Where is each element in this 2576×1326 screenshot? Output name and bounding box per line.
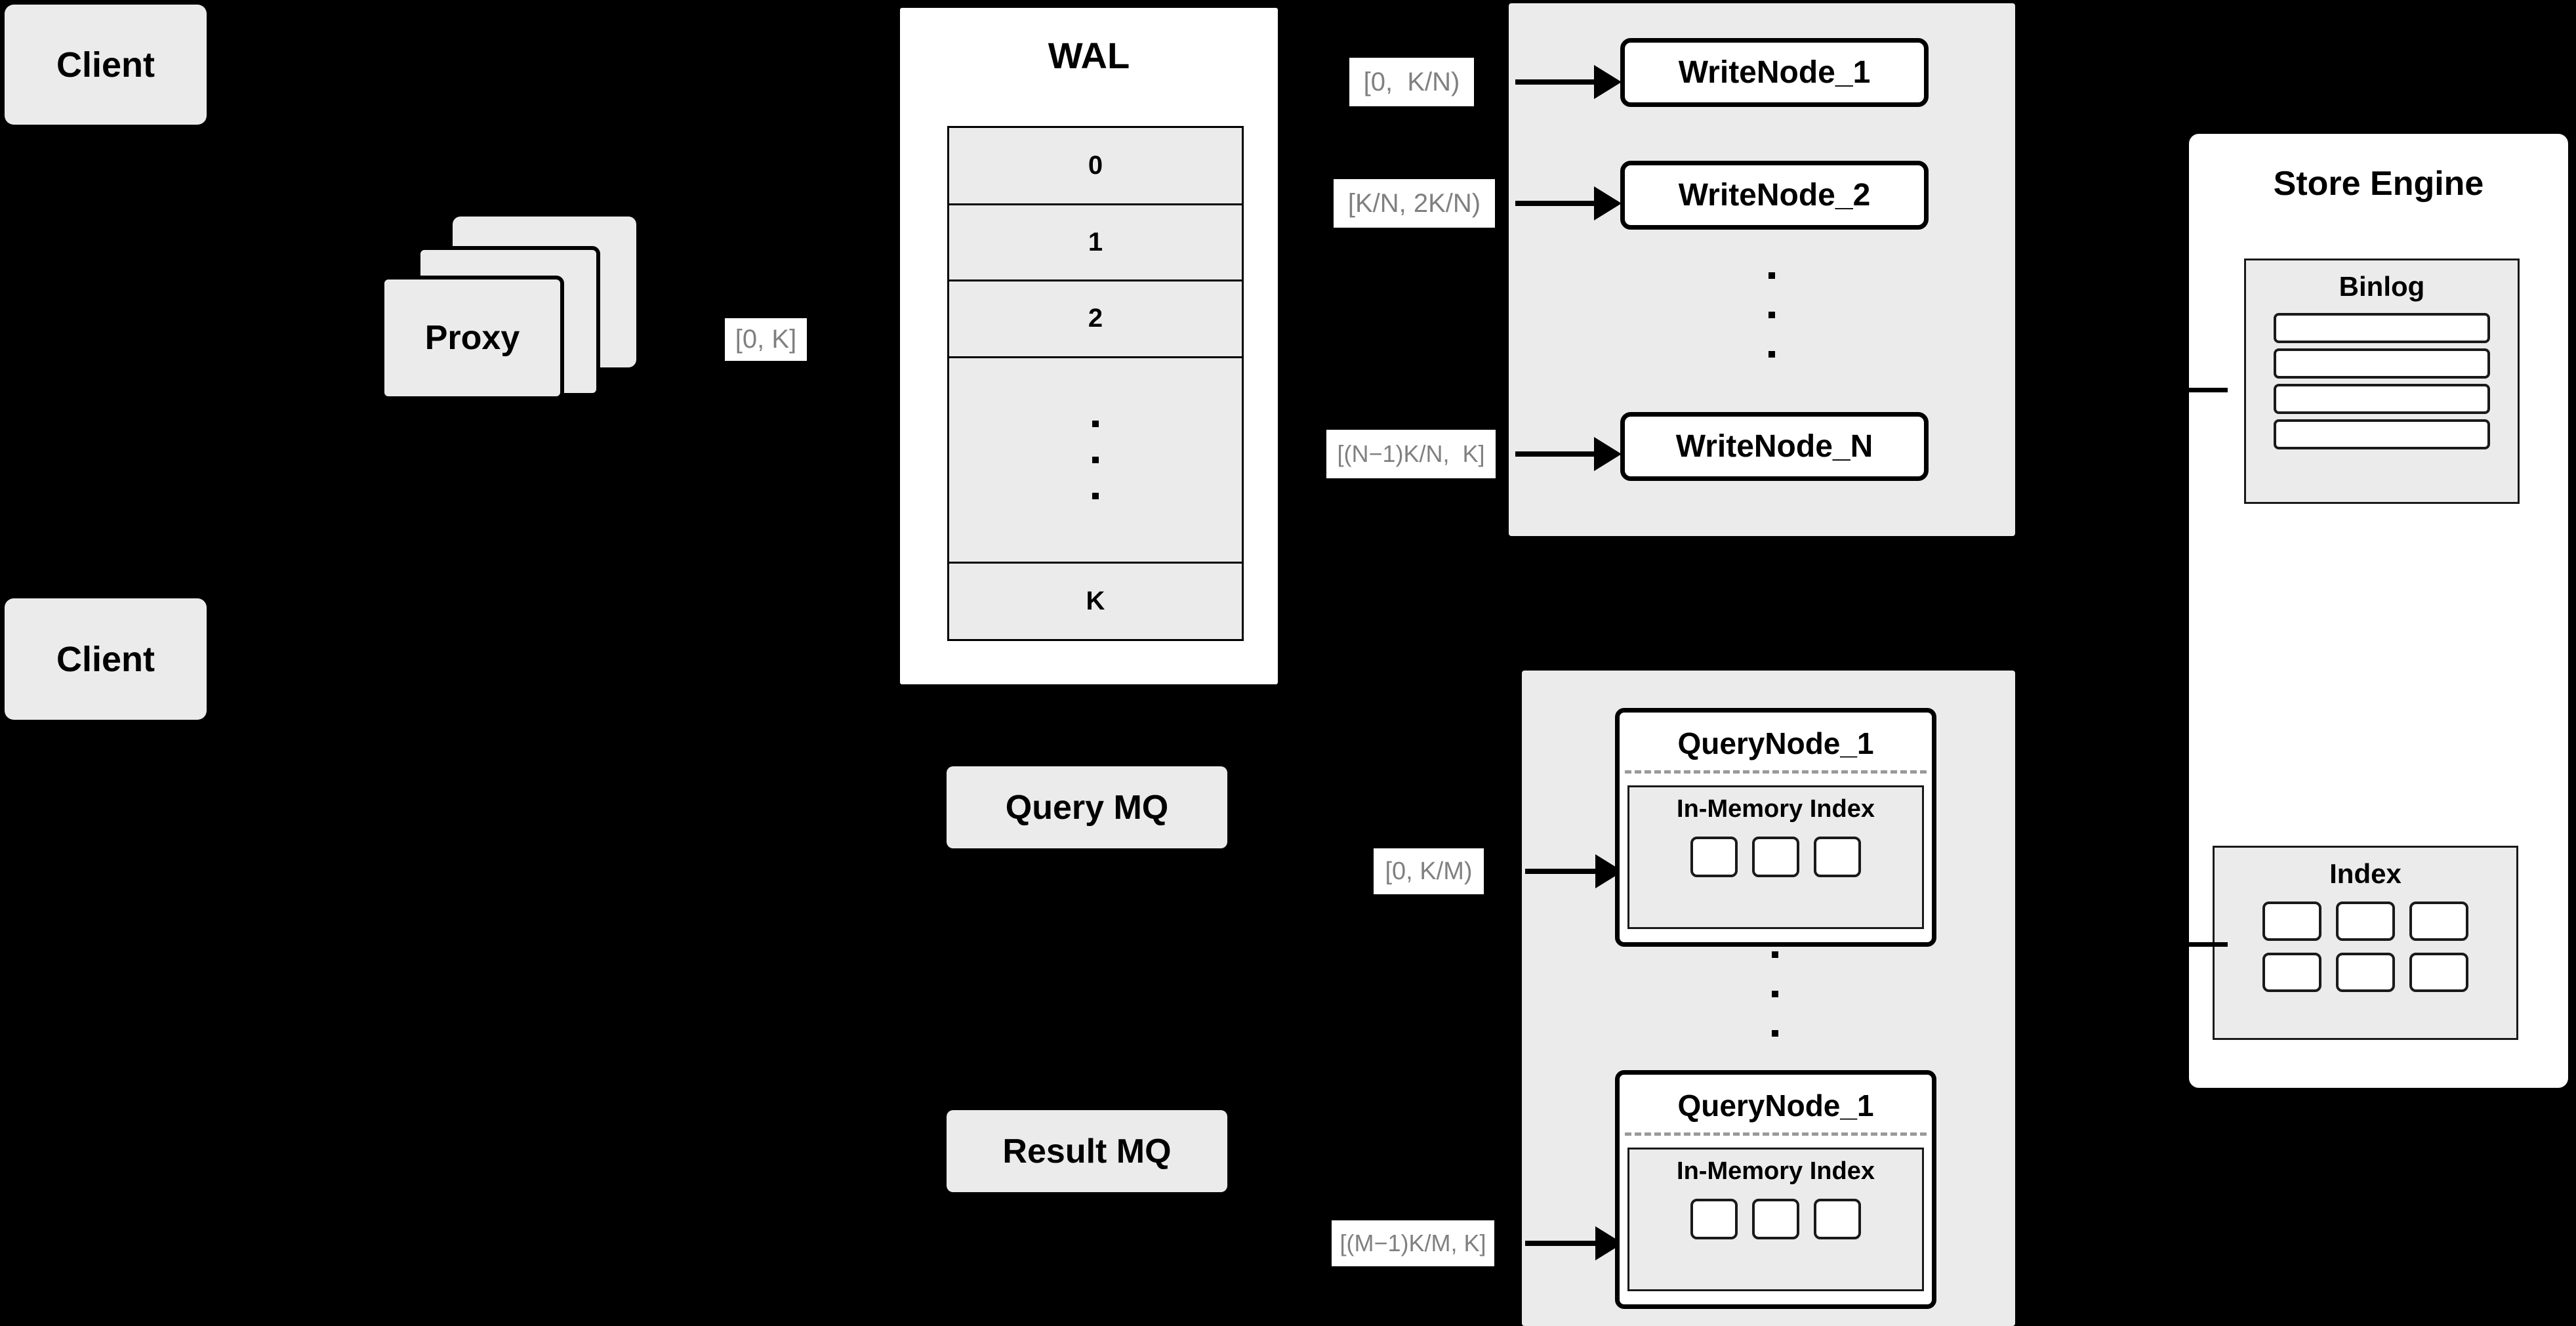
wal-vertical-ellipsis xyxy=(1092,421,1099,500)
write-node-1-range-label: [0, K/N) xyxy=(1349,58,1474,106)
query-node-m-inner-index[interactable]: In-Memory Index xyxy=(1627,1148,1924,1291)
index-title: Index xyxy=(2329,858,2402,889)
binlog-entry-1[interactable] xyxy=(2274,313,2490,343)
query-node-m-range-text: [(M−1)K/M, K] xyxy=(1339,1230,1486,1256)
wal-row-ellipsis xyxy=(949,358,1242,564)
write-node-vertical-ellipsis xyxy=(1768,272,1776,358)
store-engine-container[interactable]: Store Engine Binlog Index xyxy=(2184,129,2573,1092)
wal-title: WAL xyxy=(1048,35,1130,76)
query-node-1-inner-title: In-Memory Index xyxy=(1677,795,1875,823)
write-node-2[interactable]: WriteNode_2 xyxy=(1620,161,1929,230)
wal-row-0[interactable]: 0 xyxy=(949,128,1242,205)
client-label-1: Client xyxy=(56,45,155,85)
proxy-range-label: [0, K] xyxy=(725,318,807,361)
binlog-entry-2[interactable] xyxy=(2274,348,2490,379)
write-node-n-label: WriteNode_N xyxy=(1675,429,1873,464)
query-node-1-divider xyxy=(1625,770,1927,774)
proxy-range-text: [0, K] xyxy=(735,325,797,354)
store-engine-title: Store Engine xyxy=(2273,165,2484,203)
query-node-1-range-text: [0, K/M) xyxy=(1385,857,1473,885)
write-node-1-arrow-line xyxy=(1515,79,1597,85)
query-node-m-inner-title: In-Memory Index xyxy=(1677,1157,1875,1185)
result-mq-box[interactable]: Result MQ xyxy=(947,1110,1227,1192)
index-cell-5[interactable] xyxy=(2336,953,2395,992)
wal-row-label-2: 2 xyxy=(1088,304,1103,333)
client-label-2: Client xyxy=(56,639,155,679)
wal-row-label-k: K xyxy=(1086,587,1105,616)
binlog-arrow-line xyxy=(2188,388,2228,392)
query-node-m-arrow-line xyxy=(1525,1241,1599,1246)
query-node-m-segment-3[interactable] xyxy=(1814,1199,1861,1239)
index-arrow-line xyxy=(2188,942,2228,947)
index-cell-4[interactable] xyxy=(2262,953,2321,992)
query-node-m-segment-2[interactable] xyxy=(1752,1199,1799,1239)
binlog-box[interactable]: Binlog xyxy=(2244,259,2520,504)
binlog-entry-3[interactable] xyxy=(2274,384,2490,414)
query-node-1-segment-2[interactable] xyxy=(1752,837,1799,877)
write-node-n[interactable]: WriteNode_N xyxy=(1620,412,1929,481)
write-node-2-range-label: [K/N, 2K/N) xyxy=(1334,179,1495,228)
write-node-1[interactable]: WriteNode_1 xyxy=(1620,38,1929,107)
write-node-1-range-text: [0, K/N) xyxy=(1363,67,1460,96)
query-node-m-divider xyxy=(1625,1132,1927,1136)
index-cell-6[interactable] xyxy=(2409,953,2468,992)
wal-row-2[interactable]: 2 xyxy=(949,281,1242,358)
wal-container[interactable]: WAL 0 1 2 K xyxy=(895,3,1282,689)
proxy-layer-front: Proxy xyxy=(380,276,564,400)
write-node-n-range-label: [(N−1)K/N, K] xyxy=(1326,430,1496,478)
query-node-1-arrow-line xyxy=(1525,869,1599,874)
write-node-1-label: WriteNode_1 xyxy=(1678,55,1871,90)
wal-table: 0 1 2 K xyxy=(947,126,1244,641)
query-mq-label: Query MQ xyxy=(1005,788,1169,827)
query-node-m-title: QueryNode_1 xyxy=(1677,1088,1874,1123)
write-node-2-arrow-line xyxy=(1515,201,1597,206)
query-node-1-title: QueryNode_1 xyxy=(1677,726,1874,760)
proxy-label: Proxy xyxy=(424,319,520,357)
write-node-2-range-text: [K/N, 2K/N) xyxy=(1347,188,1481,218)
write-node-n-arrow-line xyxy=(1515,451,1597,457)
client-box-1[interactable]: Client xyxy=(5,5,207,125)
index-cell-1[interactable] xyxy=(2262,901,2321,941)
binlog-entry-4[interactable] xyxy=(2274,419,2490,449)
write-node-2-arrow-head xyxy=(1594,186,1622,220)
query-mq-box[interactable]: Query MQ xyxy=(947,766,1227,848)
query-node-1-segment-3[interactable] xyxy=(1814,837,1861,877)
query-node-1[interactable]: QueryNode_1 In-Memory Index xyxy=(1615,708,1936,947)
query-node-m[interactable]: QueryNode_1 In-Memory Index xyxy=(1615,1070,1936,1309)
wal-row-label-0: 0 xyxy=(1088,150,1103,180)
binlog-title: Binlog xyxy=(2339,271,2425,302)
wal-row-k[interactable]: K xyxy=(949,564,1242,639)
query-node-m-segment-1[interactable] xyxy=(1690,1199,1738,1239)
write-node-1-arrow-head xyxy=(1594,65,1622,99)
query-node-1-segment-1[interactable] xyxy=(1690,837,1738,877)
query-node-m-range-label: [(M−1)K/M, K] xyxy=(1332,1220,1494,1266)
index-cell-2[interactable] xyxy=(2336,901,2395,941)
proxy-stack[interactable]: Proxy xyxy=(380,217,669,433)
wal-row-1[interactable]: 1 xyxy=(949,205,1242,282)
index-cell-3[interactable] xyxy=(2409,901,2468,941)
write-node-n-arrow-head xyxy=(1594,437,1622,471)
wal-row-label-1: 1 xyxy=(1088,227,1103,257)
index-box[interactable]: Index xyxy=(2213,846,2518,1040)
write-node-n-range-text: [(N−1)K/N, K] xyxy=(1337,440,1485,467)
result-mq-label: Result MQ xyxy=(1002,1132,1172,1171)
query-node-1-inner-index[interactable]: In-Memory Index xyxy=(1627,785,1924,929)
write-node-2-label: WriteNode_2 xyxy=(1678,178,1871,213)
query-node-1-range-label: [0, K/M) xyxy=(1374,848,1484,894)
client-box-2[interactable]: Client xyxy=(5,598,207,720)
query-node-vertical-ellipsis xyxy=(1771,951,1779,1037)
